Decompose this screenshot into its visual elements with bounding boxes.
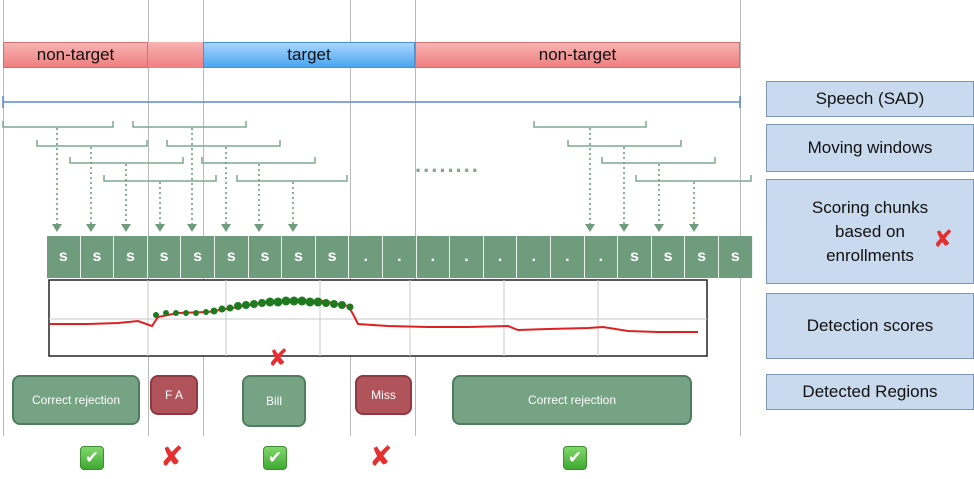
score-dots [153,296,354,318]
check-icon: ✔ [80,446,104,470]
segment-label: non-target [538,45,617,64]
region-label: F A [164,388,183,402]
guide-line [415,0,416,436]
cross-icon: ✘ [369,441,393,472]
cross-icon: ✘ [268,345,289,372]
cross-icon: ✘ [160,441,184,472]
label-speech-sad: Speech (SAD) [766,81,974,117]
segment-non-target: non-target [3,42,148,68]
label-moving-windows: Moving windows [766,124,974,172]
guide-line [740,0,741,436]
region-false-alarm: F A [150,375,198,415]
segment-label: non-target [36,45,115,64]
arrow-heads [52,224,699,232]
region-correct-rejection: Correct rejection [12,375,140,425]
score-chunk: s [618,236,652,278]
score-chunk: s [147,236,182,278]
region-miss: Miss [355,375,412,415]
score-chunk: s [80,236,115,278]
region-label: Bill [265,394,282,408]
region-correct-rejection: Correct rejection [452,375,692,425]
label-detection-scores: Detection scores [766,293,974,359]
score-chunk: s [651,236,686,278]
detection-score-plot [48,279,708,357]
score-chunk: s [181,236,215,278]
windows-diagram [2,96,752,232]
label-text: Scoring chunks based on enrollments [811,197,929,265]
check-icon: ✔ [263,446,287,470]
score-chunk: . [584,236,619,278]
score-chunk: s [685,236,719,278]
guide-line [350,0,351,436]
segment-non-target: non-target [415,42,740,68]
segment-target: target [203,42,415,68]
score-chunk: . [483,236,518,278]
score-chunk: s [114,236,148,278]
score-chunk: s [315,236,350,278]
score-chunk: . [416,236,451,278]
guide-line [148,0,149,436]
score-chunk: s [282,236,316,278]
score-chunk: s [248,236,283,278]
speech-sad-line [2,96,741,108]
window-brackets [2,121,752,182]
score-chunk: . [383,236,417,278]
window-arrows [56,128,695,224]
label-scoring-chunks: Scoring chunks based on enrollments ✘ [766,179,974,284]
region-bill: Bill [242,375,306,427]
region-label: Miss [371,388,396,402]
label-text: Detected Regions [802,382,938,401]
region-label: Correct rejection [527,393,617,407]
label-text: Moving windows [807,138,933,157]
score-chunk: s [47,236,81,278]
score-chunk: . [517,236,551,278]
score-chunk: . [551,236,585,278]
region-label: Correct rejection [31,393,121,407]
check-icon: ✔ [563,446,587,470]
cross-icon: ✘ [933,226,954,253]
score-chunk: . [450,236,484,278]
label-text: Speech (SAD) [815,89,925,108]
score-chunk: . [349,236,383,278]
segment-label: target [287,45,331,64]
guide-line [3,0,4,436]
segment-gap [148,42,203,68]
label-text: Detection scores [806,316,934,335]
label-detected-regions: Detected Regions [766,374,974,410]
ellipsis-dots: ........ [415,152,480,177]
guide-line [203,0,204,436]
score-chunk: s [719,236,753,278]
score-chunk: s [215,236,249,278]
